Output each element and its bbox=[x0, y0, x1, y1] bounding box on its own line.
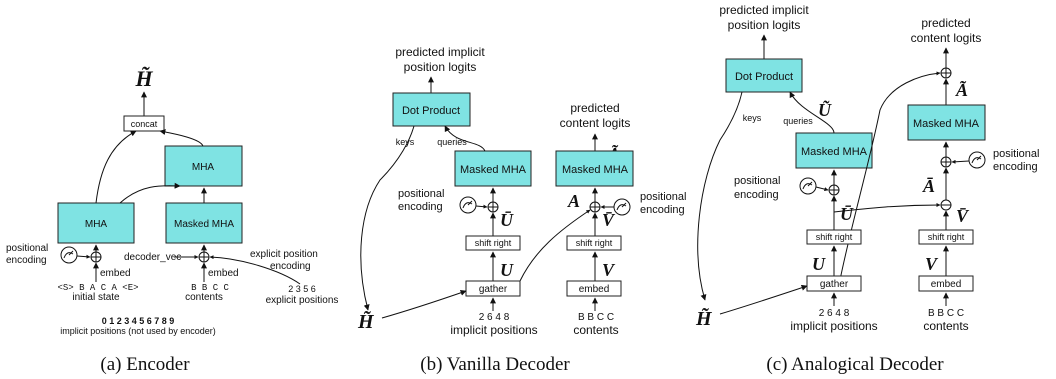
b-dot-product-box bbox=[392, 92, 471, 127]
b-A: A bbox=[567, 191, 580, 211]
c-implicit-label: implicit positions bbox=[790, 319, 877, 333]
c-V-bar: V̄ bbox=[956, 206, 970, 226]
c-masked-mha-right-box bbox=[907, 104, 986, 141]
positional-encoding-label-2: encoding bbox=[6, 255, 47, 266]
b-pos-enc-label-1: positional bbox=[398, 188, 444, 200]
c-contents-label: contents bbox=[923, 319, 968, 333]
contents-tokens: B B C C bbox=[191, 283, 229, 293]
b-masked-mha-2-label: Masked MHA bbox=[562, 164, 629, 176]
decoder-vec-label: decoder_vec bbox=[124, 252, 181, 263]
c-H-tilde: H̃ bbox=[695, 307, 713, 330]
contents-label: contents bbox=[185, 292, 223, 303]
panel-encoder: H̃ concat MHA MHA Masked MHA positional … bbox=[6, 66, 338, 375]
c-embed-label: embed bbox=[931, 279, 962, 290]
encoder-output-H: H̃ bbox=[134, 66, 153, 91]
b-contents-values: B B C C bbox=[578, 312, 614, 323]
b-U-bar: Ū bbox=[500, 210, 514, 230]
c-A-tilde: Ã bbox=[955, 80, 968, 100]
c-pos-enc-right-2: encoding bbox=[993, 161, 1038, 173]
embed-label-left: embed bbox=[100, 268, 131, 279]
c-pred-content-label-1: predicted bbox=[921, 16, 970, 30]
b-shift-right-2-label: shift right bbox=[576, 238, 613, 248]
c-dot-product-box bbox=[725, 58, 803, 93]
b-queries-label: queries bbox=[437, 137, 467, 147]
c-V: V bbox=[925, 254, 939, 274]
concat-box bbox=[123, 115, 165, 132]
b-keys-label: keys bbox=[396, 137, 415, 147]
b-pred-pos-label-2: position logits bbox=[404, 60, 477, 74]
c-gather-box bbox=[806, 275, 862, 292]
b-V-bar: V̄ bbox=[602, 210, 616, 230]
b-dot-product-label: Dot Product bbox=[402, 105, 460, 117]
explicit-pos-enc-label-1: explicit position bbox=[250, 249, 318, 260]
initial-state-label: initial state bbox=[72, 292, 120, 303]
b-masked-mha-1-label: Masked MHA bbox=[460, 164, 527, 176]
caption-vanilla: (b) Vanilla Decoder bbox=[420, 354, 570, 375]
b-shift-right-1-label: shift right bbox=[475, 238, 512, 248]
caption-encoder: (a) Encoder bbox=[100, 354, 190, 375]
implicit-positions-values: 0 1 2 3 4 5 6 7 8 9 bbox=[102, 316, 175, 326]
masked-mha-label: Masked MHA bbox=[174, 219, 234, 230]
c-keys-label: keys bbox=[743, 113, 762, 123]
b-pred-content-label-2: content logits bbox=[560, 116, 631, 130]
b-embed-label: embed bbox=[579, 284, 610, 295]
explicit-pos-enc-label-2: encoding bbox=[270, 261, 311, 272]
c-shift-right-2 bbox=[918, 229, 974, 245]
c-U: U bbox=[812, 254, 826, 274]
c-masked-mha-left-label: Masked MHA bbox=[801, 146, 868, 158]
panel-analogical-decoder: predicted implicit position logits Dot P… bbox=[695, 3, 1039, 375]
b-shift-right-1 bbox=[465, 235, 521, 251]
b-U: U bbox=[500, 260, 514, 280]
explicit-positions-values: 2 3 5 6 bbox=[288, 284, 316, 294]
mha-left-label: MHA bbox=[85, 219, 108, 230]
c-U-bar: Ū bbox=[840, 204, 854, 224]
b-gather-label: gather bbox=[479, 284, 508, 295]
b-masked-mha-1-box bbox=[454, 150, 532, 187]
b-implicit-values: 2 6 4 8 bbox=[479, 312, 510, 323]
c-pos-enc-left-2: encoding bbox=[734, 189, 779, 201]
c-pred-pos-label-1: predicted implicit bbox=[719, 3, 809, 17]
c-masked-mha-right-label: Masked MHA bbox=[913, 118, 980, 130]
b-gather-box bbox=[465, 280, 521, 297]
c-shift-right-1-label: shift right bbox=[816, 232, 853, 242]
c-pos-enc-right-1: positional bbox=[993, 148, 1039, 160]
mha-top-box bbox=[164, 145, 243, 187]
c-U-tilde: Ũ bbox=[818, 100, 832, 120]
b-pos-enc-right-1: positional bbox=[640, 191, 686, 203]
b-H-tilde: H̃ bbox=[357, 310, 375, 333]
implicit-positions-label: implicit positions (not used by encoder) bbox=[60, 326, 216, 336]
b-implicit-label: implicit positions bbox=[450, 323, 537, 337]
c-implicit-values: 2 6 4 8 bbox=[819, 308, 850, 319]
caption-analogical: (c) Analogical Decoder bbox=[766, 354, 944, 375]
b-pos-enc-label-2: encoding bbox=[398, 201, 443, 213]
encoder-input-tokens: <S> B A C A <E> bbox=[57, 283, 138, 293]
mha-left-box bbox=[57, 202, 135, 244]
positional-encoding-label-1: positional bbox=[6, 243, 48, 254]
c-dot-product-label: Dot Product bbox=[735, 71, 793, 83]
c-gather-label: gather bbox=[820, 279, 849, 290]
b-V: V bbox=[602, 260, 616, 280]
b-pred-content-label-1: predicted bbox=[570, 101, 619, 115]
embed-label-right: embed bbox=[208, 268, 239, 279]
c-shift-right-1 bbox=[806, 229, 862, 245]
c-queries-label: queries bbox=[783, 116, 813, 126]
c-embed-box bbox=[918, 275, 974, 292]
explicit-positions-label: explicit positions bbox=[266, 295, 339, 306]
b-contents-label: contents bbox=[573, 323, 618, 337]
c-A-bar: Ā bbox=[922, 176, 935, 196]
c-pos-enc-left-1: positional bbox=[734, 175, 780, 187]
c-pred-pos-label-2: position logits bbox=[728, 18, 801, 32]
c-shift-right-2-label: shift right bbox=[928, 232, 965, 242]
b-pos-enc-right-2: encoding bbox=[640, 204, 685, 216]
c-pred-content-label-2: content logits bbox=[911, 31, 982, 45]
concat-label: concat bbox=[131, 119, 158, 129]
b-shift-right-2 bbox=[566, 235, 622, 251]
mha-top-label: MHA bbox=[192, 162, 215, 173]
c-contents-values: B B C C bbox=[928, 308, 964, 319]
panel-vanilla-decoder: predicted implicit position logits Dot P… bbox=[357, 45, 686, 375]
b-masked-mha-2-box bbox=[555, 150, 634, 187]
b-embed-box bbox=[566, 280, 622, 297]
b-pred-pos-label-1: predicted implicit bbox=[395, 45, 485, 59]
